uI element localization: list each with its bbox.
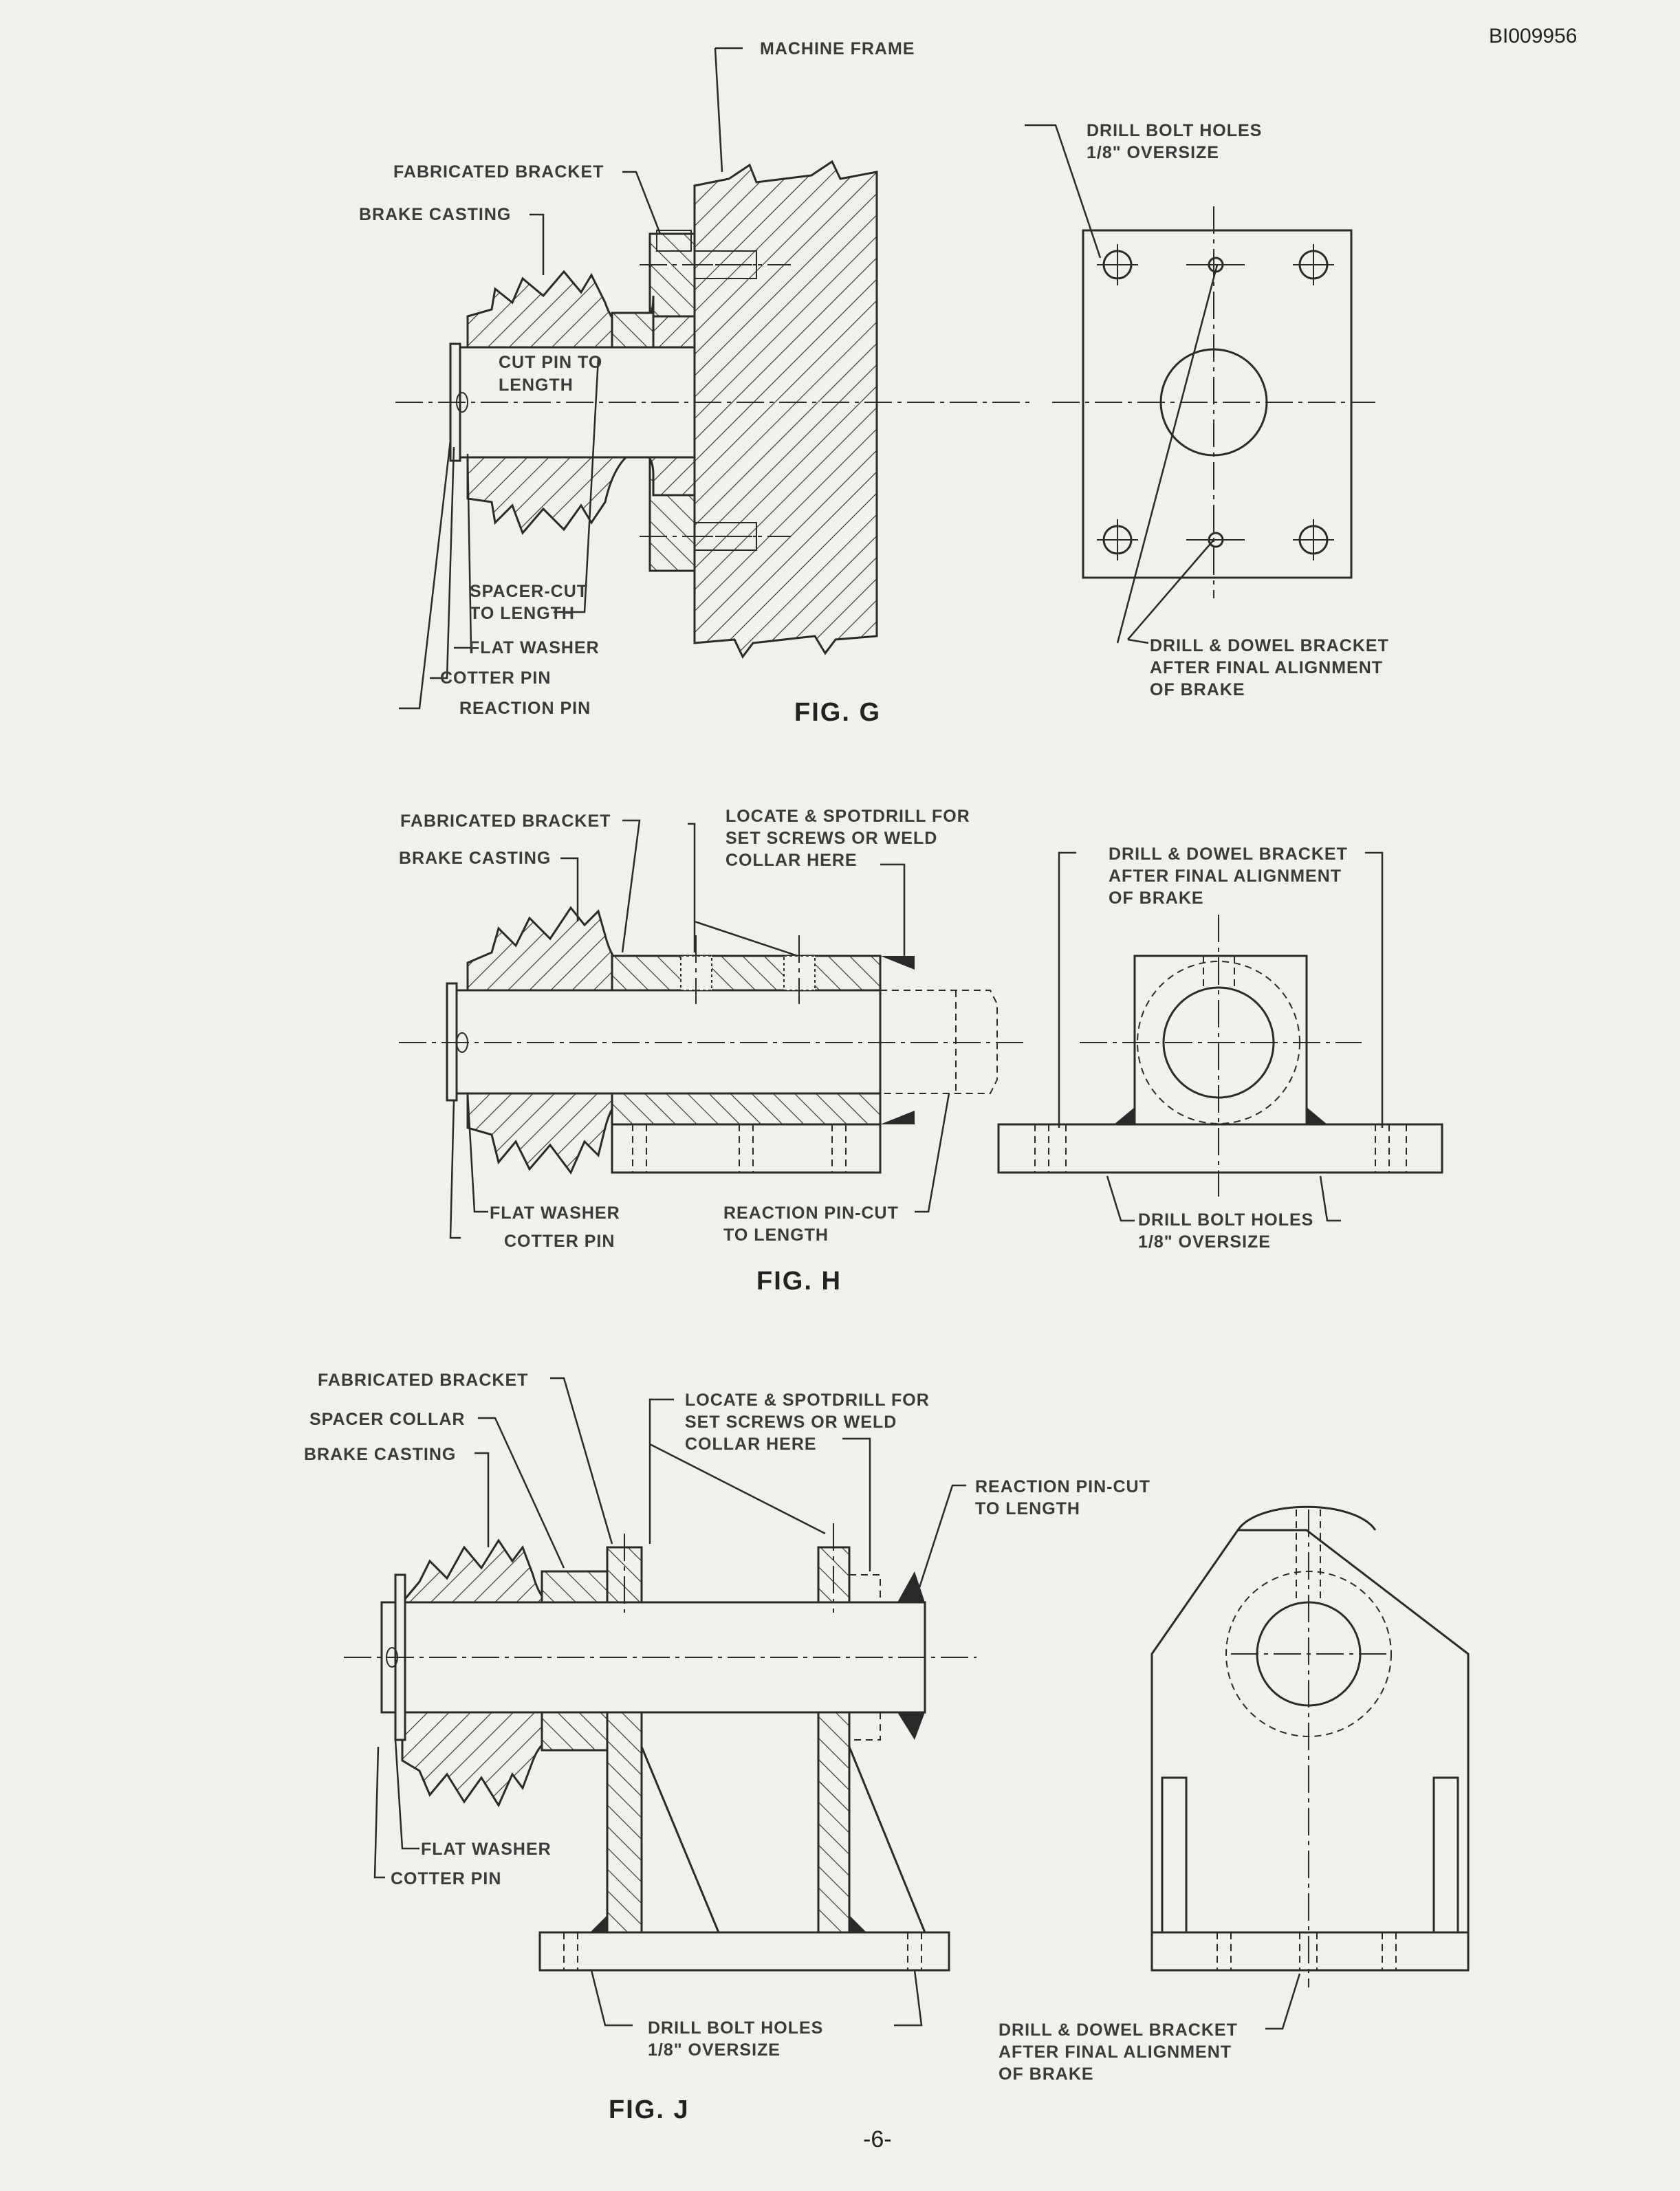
label-machine-frame: MACHINE FRAME xyxy=(760,39,915,58)
label-reaction-pin-2-j: TO LENGTH xyxy=(975,1499,1080,1518)
label-locate-2-h: SET SCREWS OR WELD xyxy=(726,829,937,848)
label-flat-washer-j: FLAT WASHER xyxy=(421,1840,552,1859)
label-cut-pin-1: CUT PIN TO xyxy=(499,353,602,372)
label-reaction-pin: REACTION PIN xyxy=(459,699,591,718)
caption-fig-j: FIG. J xyxy=(609,2095,690,2124)
document-id: BI009956 xyxy=(1489,25,1577,47)
label-reaction-pin-2-h: TO LENGTH xyxy=(723,1225,829,1245)
label-brake-casting-h: BRAKE CASTING xyxy=(399,849,551,868)
label-cotter-pin-h: COTTER PIN xyxy=(504,1232,615,1251)
label-spacer-1: SPACER-CUT xyxy=(470,582,588,601)
figure-j: FABRICATED BRACKET SPACER COLLAR BRAKE C… xyxy=(304,1371,1470,2124)
base-plate-h-end xyxy=(997,1123,1443,1174)
label-cotter-pin: COTTER PIN xyxy=(440,668,551,688)
label-locate-1-j: LOCATE & SPOTDRILL FOR xyxy=(685,1391,930,1410)
bracket-plate xyxy=(1082,229,1353,579)
label-fabricated-bracket: FABRICATED BRACKET xyxy=(393,162,604,182)
label-drill-bolt-2-j: 1/8" OVERSIZE xyxy=(648,2040,781,2060)
caption-fig-h: FIG. H xyxy=(756,1267,842,1296)
fabricated-bracket-j xyxy=(606,1711,643,1934)
label-locate-3-h: COLLAR HERE xyxy=(726,851,858,870)
figure-g: MACHINE FRAME FABRICATED BRACKET BRAKE C… xyxy=(359,39,1389,727)
label-dowel-2-j: AFTER FINAL ALIGNMENT xyxy=(999,2042,1232,2062)
label-drill-bolt-1-h: DRILL BOLT HOLES xyxy=(1138,1210,1313,1230)
label-reaction-pin-1-h: REACTION PIN-CUT xyxy=(723,1203,899,1223)
bracket-end-view-j xyxy=(1150,1529,1470,1932)
label-dowel-2-h: AFTER FINAL ALIGNMENT xyxy=(1109,866,1342,886)
label-dowel-3-j: OF BRAKE xyxy=(999,2064,1094,2084)
label-cut-pin-2: LENGTH xyxy=(499,375,574,395)
base-plate-j xyxy=(538,1931,950,1972)
label-dowel-3-h: OF BRAKE xyxy=(1109,889,1204,908)
label-reaction-pin-1-j: REACTION PIN-CUT xyxy=(975,1477,1150,1496)
label-brake-casting: BRAKE CASTING xyxy=(359,205,511,224)
label-drill-bolt-1: DRILL BOLT HOLES xyxy=(1087,121,1262,140)
label-dowel-1-j: DRILL & DOWEL BRACKET xyxy=(999,2020,1238,2040)
label-fabricated-bracket-j: FABRICATED BRACKET xyxy=(318,1371,528,1390)
label-spacer-2: TO LENGTH xyxy=(470,604,575,623)
label-cotter-pin-j: COTTER PIN xyxy=(391,1869,501,1888)
label-dowel-1-h: DRILL & DOWEL BRACKET xyxy=(1109,844,1348,864)
page-number: -6- xyxy=(863,2126,892,2152)
label-dowel-1: DRILL & DOWEL BRACKET xyxy=(1150,636,1389,655)
label-dowel-3: OF BRAKE xyxy=(1150,680,1245,699)
label-locate-1-h: LOCATE & SPOTDRILL FOR xyxy=(726,807,970,826)
label-drill-bolt-2-h: 1/8" OVERSIZE xyxy=(1138,1232,1271,1252)
label-fabricated-bracket-h: FABRICATED BRACKET xyxy=(400,811,611,831)
label-locate-3-j: COLLAR HERE xyxy=(685,1435,817,1454)
caption-fig-g: FIG. G xyxy=(794,698,881,727)
base-plate-j-end xyxy=(1150,1931,1470,1972)
label-flat-washer: FLAT WASHER xyxy=(469,638,600,657)
machine-frame xyxy=(693,160,878,659)
label-locate-2-j: SET SCREWS OR WELD xyxy=(685,1413,897,1432)
fabricated-bracket-j xyxy=(817,1711,851,1934)
bolt-holes-g xyxy=(1097,244,1334,560)
figure-h: FABRICATED BRACKET BRAKE CASTING LOCATE … xyxy=(399,807,1443,1296)
label-spacer-collar-j: SPACER COLLAR xyxy=(309,1410,465,1429)
base-plate-h xyxy=(611,1123,882,1174)
label-drill-bolt-2: 1/8" OVERSIZE xyxy=(1087,143,1219,162)
spacer-collar xyxy=(541,1711,609,1752)
label-brake-casting-j: BRAKE CASTING xyxy=(304,1445,456,1464)
label-flat-washer-h: FLAT WASHER xyxy=(490,1203,620,1223)
label-drill-bolt-1-j: DRILL BOLT HOLES xyxy=(648,2018,823,2038)
label-dowel-2: AFTER FINAL ALIGNMENT xyxy=(1150,658,1383,677)
